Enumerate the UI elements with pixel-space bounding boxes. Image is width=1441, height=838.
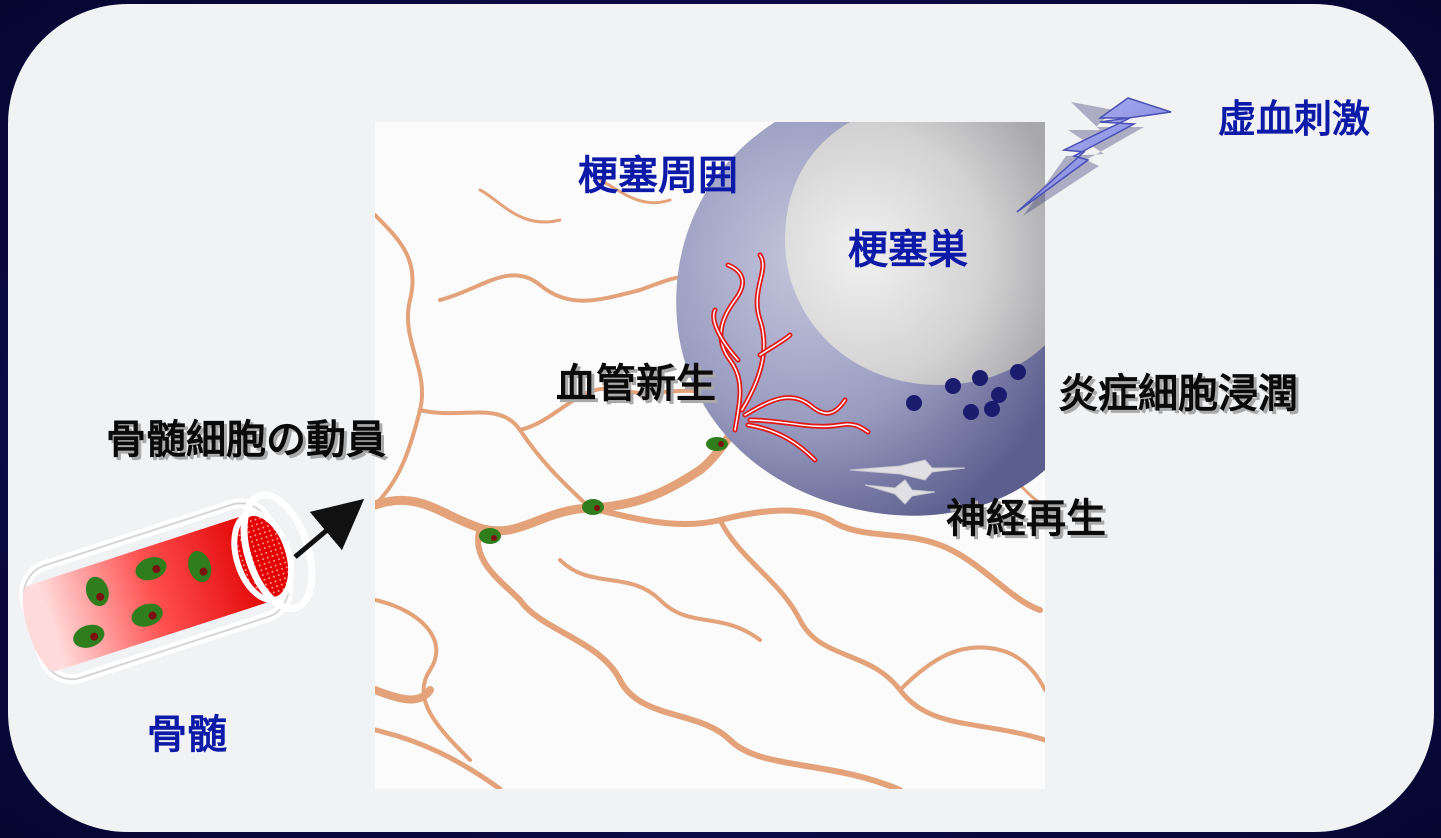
lightning-bolt-icon <box>1016 97 1172 216</box>
regenerating-neurons <box>849 459 966 505</box>
angiogenesis-label: 血管新生 <box>556 361 716 407</box>
arrow-up-right-icon <box>293 498 365 559</box>
infarct-core-label: 梗塞巣 <box>848 227 968 273</box>
ischemic-stimulus-label: 虚血刺激 <box>1218 97 1371 141</box>
mobilized-marrow-cells <box>479 437 728 544</box>
inflammatory-infiltration-label: 炎症細胞浸潤 <box>1058 371 1298 417</box>
bone-tube-icon <box>19 491 316 685</box>
infarct-core-region <box>785 122 1045 385</box>
nerve-regeneration-label: 神経再生 <box>946 496 1106 542</box>
bone-marrow-label: 骨髄 <box>147 712 227 758</box>
marrow-cells <box>73 550 212 648</box>
new-vessels <box>711 252 871 463</box>
peri-infarct-label: 梗塞周囲 <box>578 153 738 199</box>
bone-marrow-mobilization-label: 骨髄細胞の動員 <box>106 417 386 463</box>
inflammatory-cells <box>906 364 1026 420</box>
